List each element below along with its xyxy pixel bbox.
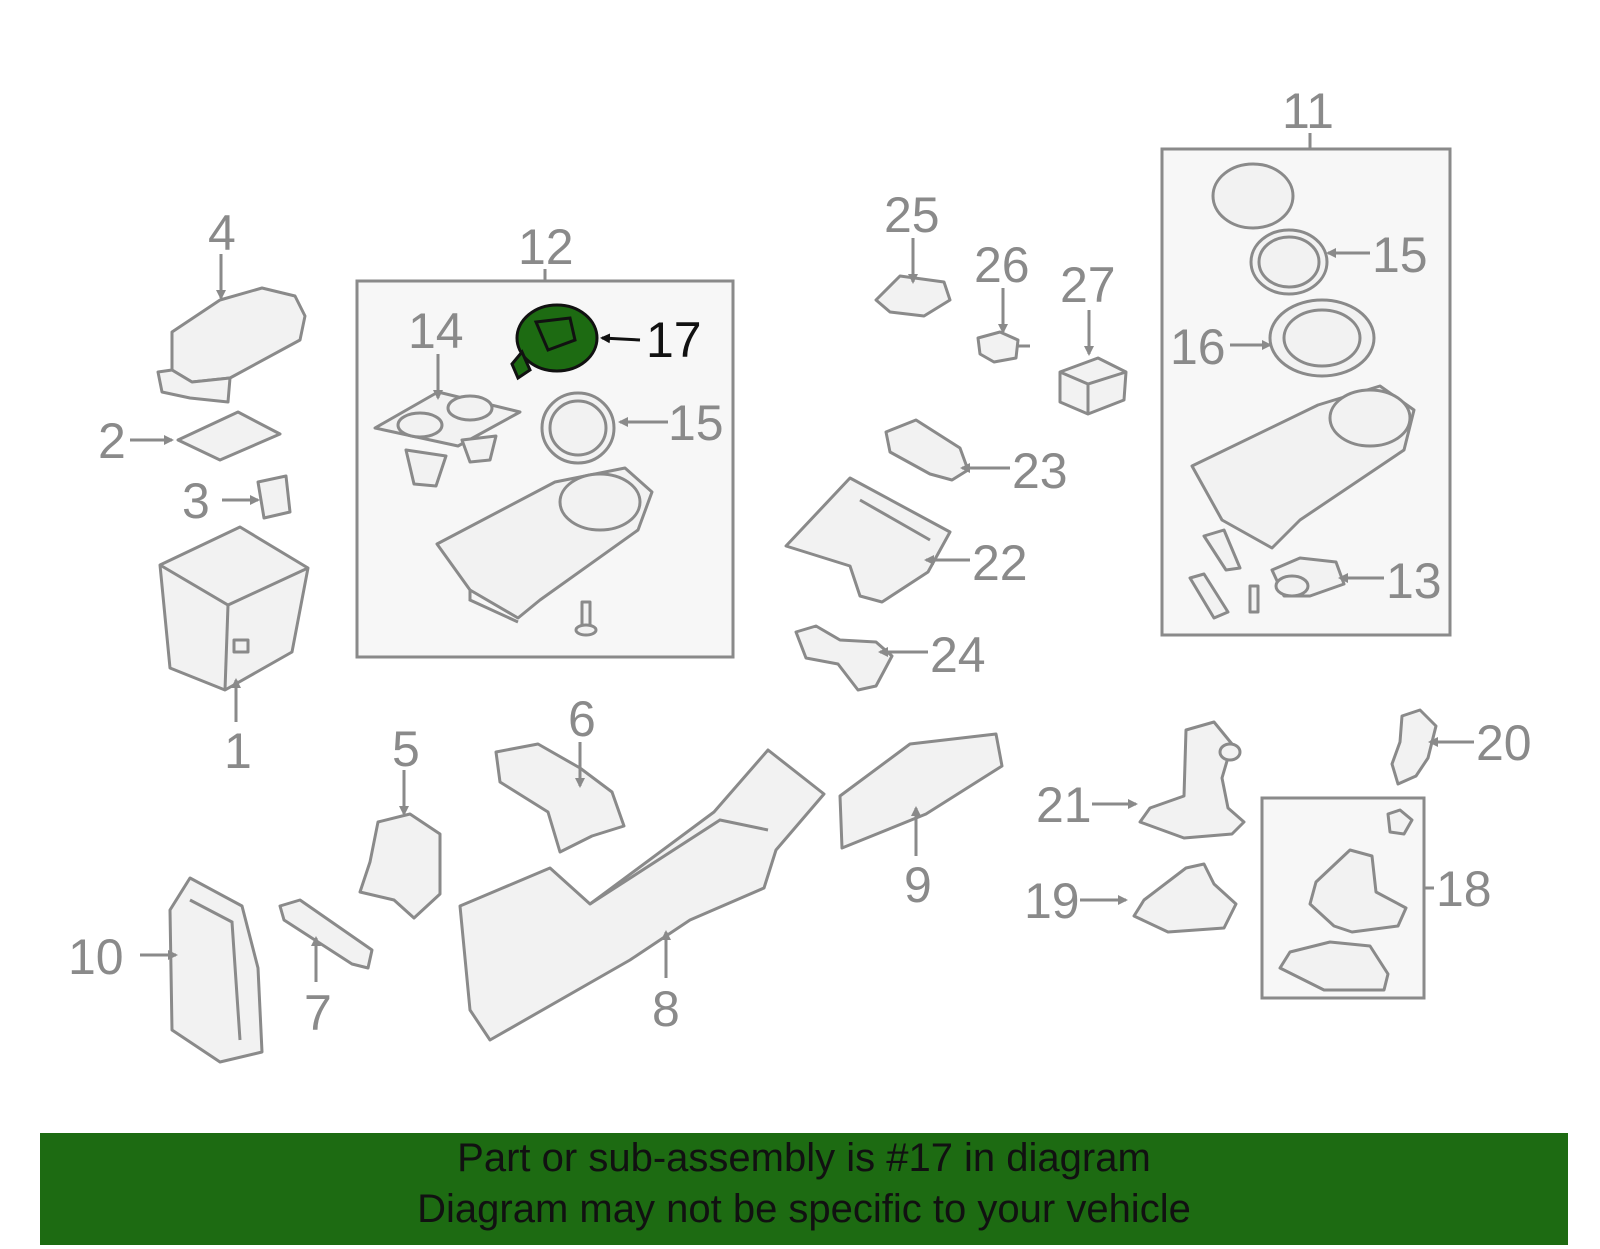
part-5-bracket[interactable]: [358, 812, 442, 920]
part-11-clip-a[interactable]: [1202, 528, 1242, 572]
callout-12: 12: [518, 219, 574, 275]
callout-4: 4: [208, 205, 236, 261]
part-9-side-trim[interactable]: [838, 732, 1004, 850]
part-22-tray[interactable]: [784, 476, 952, 604]
part-19-shift-boot-lower[interactable]: [1132, 862, 1238, 934]
part-16-bezel[interactable]: [1268, 298, 1376, 378]
part-11-clip-b[interactable]: [1188, 572, 1230, 620]
callout-11: 11: [1282, 83, 1334, 139]
callout-14: 14: [408, 303, 464, 359]
part-26-sensor[interactable]: [976, 330, 1030, 364]
part-13-cupholder-right[interactable]: [1270, 556, 1346, 598]
callout-16: 16: [1170, 319, 1226, 375]
part-25-bracket[interactable]: [874, 274, 952, 318]
part-8-console-side-panel[interactable]: [458, 748, 826, 1042]
banner-line-2: Diagram may not be specific to your vehi…: [417, 1187, 1191, 1231]
callout-23: 23: [1012, 443, 1068, 499]
callout-5: 5: [392, 721, 420, 777]
part-20-shift-knob[interactable]: [1390, 708, 1438, 786]
callout-3: 3: [182, 473, 210, 529]
callout-1: 1: [224, 723, 252, 779]
part-12-console-upper-panel[interactable]: [435, 466, 654, 637]
callout-18: 18: [1436, 861, 1492, 917]
part-17-cover[interactable]: [510, 303, 599, 381]
callout-9: 9: [904, 857, 932, 913]
callout-8: 8: [652, 981, 680, 1037]
part-14-cupholder-insert[interactable]: [373, 390, 522, 488]
part-24-harness[interactable]: [794, 624, 894, 692]
callout-22: 22: [972, 535, 1028, 591]
callout-21: 21: [1036, 777, 1092, 833]
callout-2: 2: [98, 413, 126, 469]
callout-19: 19: [1024, 873, 1080, 929]
part-6-bracket[interactable]: [494, 742, 626, 854]
part-10-end-cover[interactable]: [168, 876, 264, 1064]
part-2-pad[interactable]: [176, 410, 282, 462]
part-11-screw[interactable]: [1248, 584, 1260, 614]
part-11-cap[interactable]: [1211, 162, 1295, 230]
part-1-console-box[interactable]: [158, 525, 310, 692]
callout-10: 10: [68, 929, 124, 985]
part-23-switch[interactable]: [884, 418, 970, 482]
banner-line-1: Part or sub-assembly is #17 in diagram: [457, 1136, 1151, 1180]
part-4-armrest-lid[interactable]: [156, 286, 307, 404]
callout-15-right: 15: [1372, 227, 1428, 283]
callout-6: 6: [568, 691, 596, 747]
callout-27: 27: [1060, 257, 1116, 313]
part-18-shift-trim[interactable]: [1278, 808, 1414, 992]
callout-15-left: 15: [668, 395, 724, 451]
callout-7: 7: [304, 985, 332, 1041]
info-banner: Part or sub-assembly is #17 in diagram D…: [40, 1133, 1568, 1245]
callout-26: 26: [974, 237, 1030, 293]
part-3-clip[interactable]: [256, 474, 292, 520]
part-7-trim-strip[interactable]: [278, 898, 374, 970]
part-11-console-panel[interactable]: [1190, 384, 1416, 550]
assembly-box-11: [1160, 147, 1452, 637]
part-15-ring-left[interactable]: [540, 391, 616, 465]
callout-25: 25: [884, 187, 940, 243]
part-27-socket[interactable]: [1058, 356, 1128, 416]
callout-17: 17: [646, 312, 702, 368]
part-21-shift-boot[interactable]: [1138, 720, 1246, 840]
callout-24: 24: [930, 627, 986, 683]
callout-20: 20: [1476, 715, 1532, 771]
part-15-ring-right[interactable]: [1249, 228, 1329, 296]
callout-13: 13: [1386, 553, 1442, 609]
